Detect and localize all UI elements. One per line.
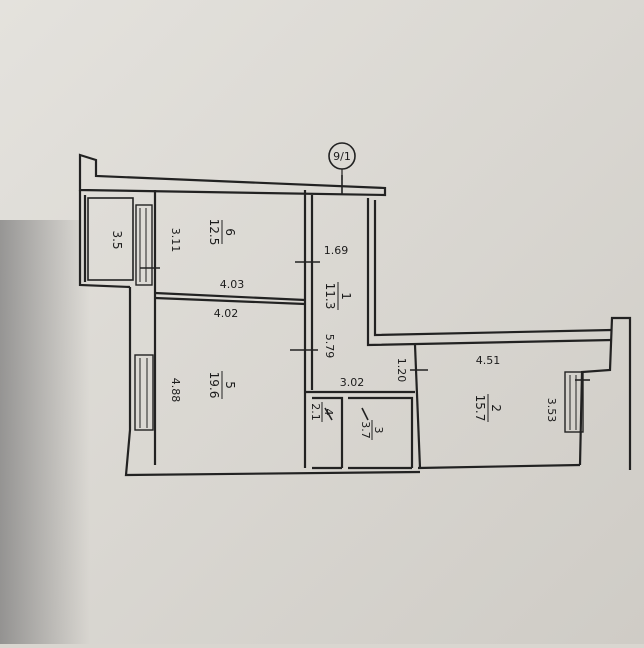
room-1-number: 1 (339, 292, 353, 300)
dim-3-53: 3.53 (545, 398, 558, 423)
axis-marker-label: 9/1 (333, 150, 351, 163)
axis-marker: 9/1 (328, 142, 356, 180)
room-3-number: 3 (372, 427, 385, 434)
dim-3-11: 3.11 (169, 228, 182, 253)
dim-1-20: 1.20 (395, 358, 408, 383)
room-2-number: 2 (489, 404, 503, 412)
room-5: 5 19.6 (207, 371, 237, 399)
room-6-number: 6 (223, 228, 237, 236)
dim-4-03: 4.03 (220, 278, 245, 291)
room-1-area: 11.3 (323, 283, 337, 310)
window-room-2 (564, 371, 584, 433)
window-room-5 (134, 354, 154, 431)
room-3: 3 3.7 (359, 420, 385, 440)
room-3-area: 3.7 (359, 421, 372, 439)
outer-walls (78, 153, 632, 477)
dim-1-69: 1.69 (324, 244, 349, 257)
room-4: 4 2.1 (309, 402, 335, 422)
room-4-area: 2.1 (309, 403, 322, 421)
room-1: 1 11.3 (323, 282, 353, 310)
room-6: 6 12.5 (207, 219, 237, 246)
room-6-area: 12.5 (207, 219, 221, 246)
dim-4-88: 4.88 (169, 378, 182, 403)
room-4-number: 4 (322, 409, 335, 416)
finger-shadow (0, 220, 90, 644)
dim-4-02: 4.02 (214, 307, 239, 320)
room-2-area: 15.7 (473, 395, 487, 422)
room-2: 2 15.7 (473, 394, 503, 422)
interior-walls (153, 190, 422, 470)
dim-4-51: 4.51 (476, 354, 501, 367)
dim-3-02: 3.02 (340, 376, 365, 389)
balcony-area: 3.5 (110, 230, 124, 249)
balcony (87, 197, 153, 286)
dim-5-79: 5.79 (323, 334, 336, 359)
room-5-number: 5 (223, 381, 237, 389)
room-5-area: 19.6 (207, 372, 221, 399)
